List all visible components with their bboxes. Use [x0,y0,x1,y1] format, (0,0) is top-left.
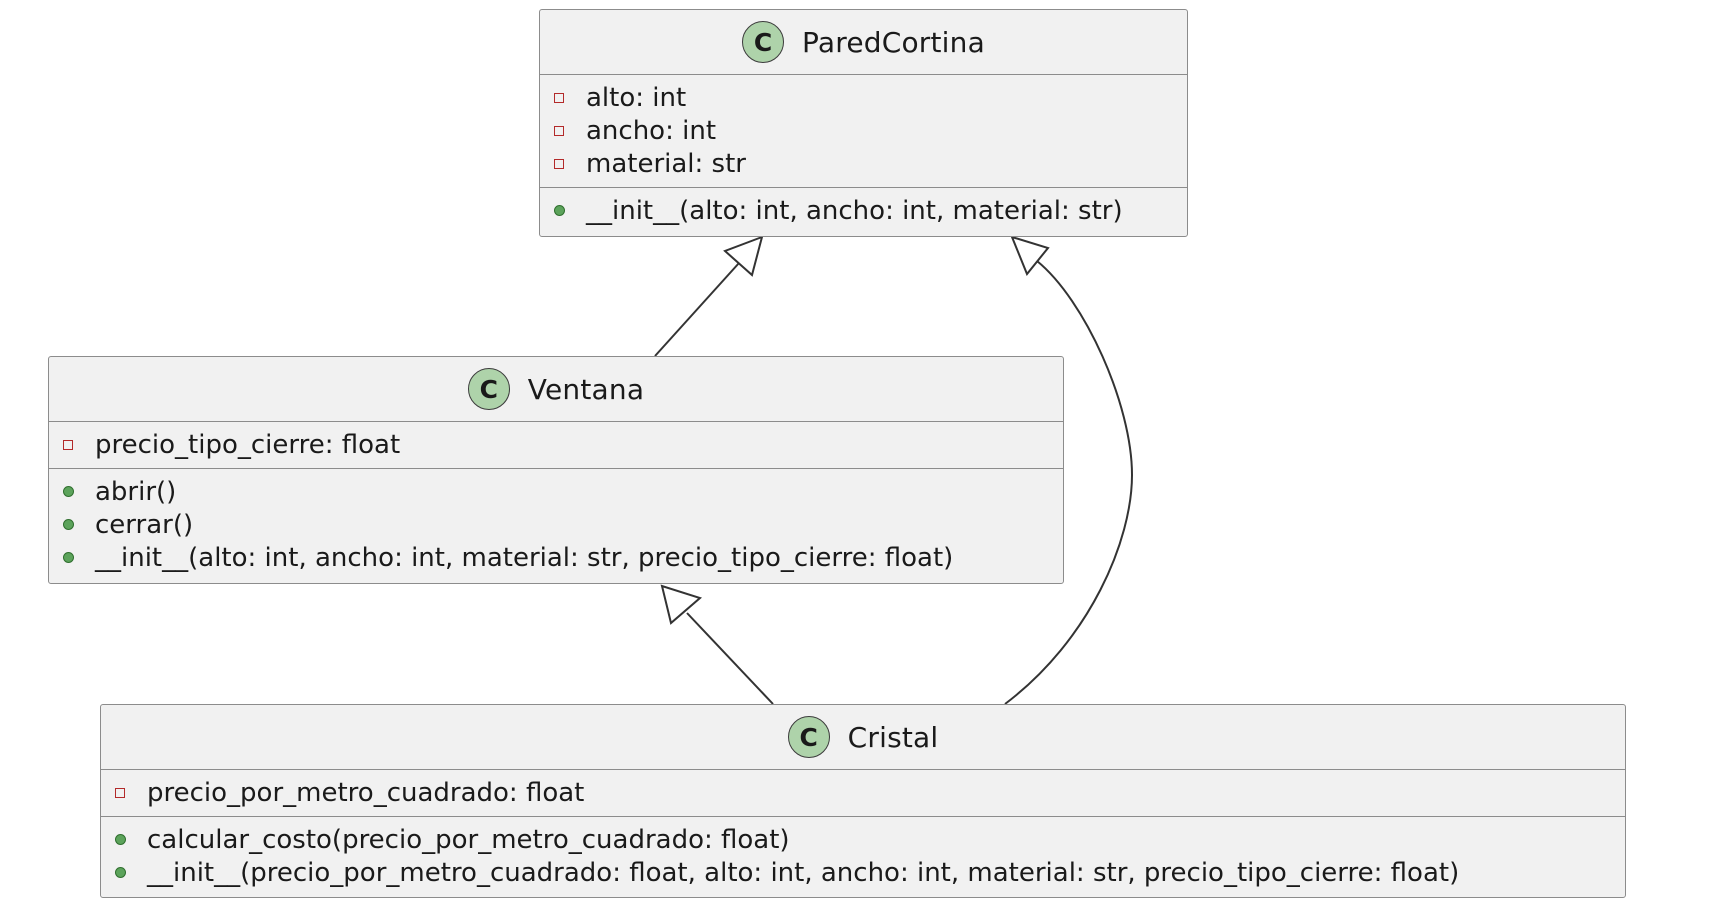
class-cristal[interactable]: C Cristal precio_por_metro_cuadrado: flo… [100,704,1626,898]
class-header: C ParedCortina [540,10,1187,75]
method-row: abrir() [49,475,1063,508]
attribute-text: material: str [586,148,746,179]
public-visibility-icon [554,205,576,216]
method-text: __init__(precio_por_metro_cuadrado: floa… [147,857,1460,888]
attribute-row: precio_tipo_cierre: float [49,428,1063,461]
attribute-row: precio_por_metro_cuadrado: float [101,776,1625,809]
edge-ventana-to-paredcortina [654,262,740,357]
private-visibility-icon [554,125,576,136]
class-header: C Cristal [101,705,1625,770]
method-row: calcular_costo(precio_por_metro_cuadrado… [101,823,1625,856]
attribute-text: precio_por_metro_cuadrado: float [147,777,585,808]
method-text: cerrar() [95,509,194,540]
methods-section: __init__(alto: int, ancho: int, material… [540,187,1187,234]
edge-cristal-to-paredcortina [1004,260,1134,705]
class-stereotype-icon: C [467,368,510,410]
attribute-text: ancho: int [586,115,717,146]
class-name: ParedCortina [802,25,985,59]
attribute-row: material: str [540,147,1187,180]
method-row: __init__(alto: int, ancho: int, material… [49,541,1063,574]
edge-cristal-to-ventana [686,612,774,705]
attributes-section: alto: int ancho: int material: str [540,75,1187,187]
method-text: calcular_costo(precio_por_metro_cuadrado… [147,824,790,855]
methods-section: calcular_costo(precio_por_metro_cuadrado… [101,816,1625,896]
attributes-section: precio_tipo_cierre: float [49,422,1063,468]
class-name: Ventana [527,372,645,406]
method-text: __init__(alto: int, ancho: int, material… [95,542,954,573]
inheritance-arrowhead [660,584,703,625]
inheritance-arrowhead [723,235,764,277]
public-visibility-icon [63,552,85,563]
public-visibility-icon [63,486,85,497]
class-paredcortina[interactable]: C ParedCortina alto: int ancho: int mate… [539,9,1188,237]
attribute-text: precio_tipo_cierre: float [95,429,401,460]
methods-section: abrir() cerrar() __init__(alto: int, anc… [49,468,1063,581]
method-row: __init__(precio_por_metro_cuadrado: floa… [101,856,1625,889]
private-visibility-icon [554,158,576,169]
attribute-row: alto: int [540,81,1187,114]
class-ventana[interactable]: C Ventana precio_tipo_cierre: float abri… [48,356,1064,584]
attributes-section: precio_por_metro_cuadrado: float [101,770,1625,816]
attribute-text: alto: int [586,82,687,113]
private-visibility-icon [115,787,137,798]
private-visibility-icon [63,439,85,450]
method-text: __init__(alto: int, ancho: int, material… [586,195,1123,226]
public-visibility-icon [115,834,137,845]
inheritance-arrowhead [1010,235,1050,276]
attribute-row: ancho: int [540,114,1187,147]
method-row: cerrar() [49,508,1063,541]
method-row: __init__(alto: int, ancho: int, material… [540,194,1187,227]
public-visibility-icon [115,867,137,878]
private-visibility-icon [554,92,576,103]
class-header: C Ventana [49,357,1063,422]
class-name: Cristal [847,720,939,754]
public-visibility-icon [63,519,85,530]
class-stereotype-icon: C [787,716,830,758]
class-stereotype-icon: C [742,21,785,63]
method-text: abrir() [95,476,177,507]
